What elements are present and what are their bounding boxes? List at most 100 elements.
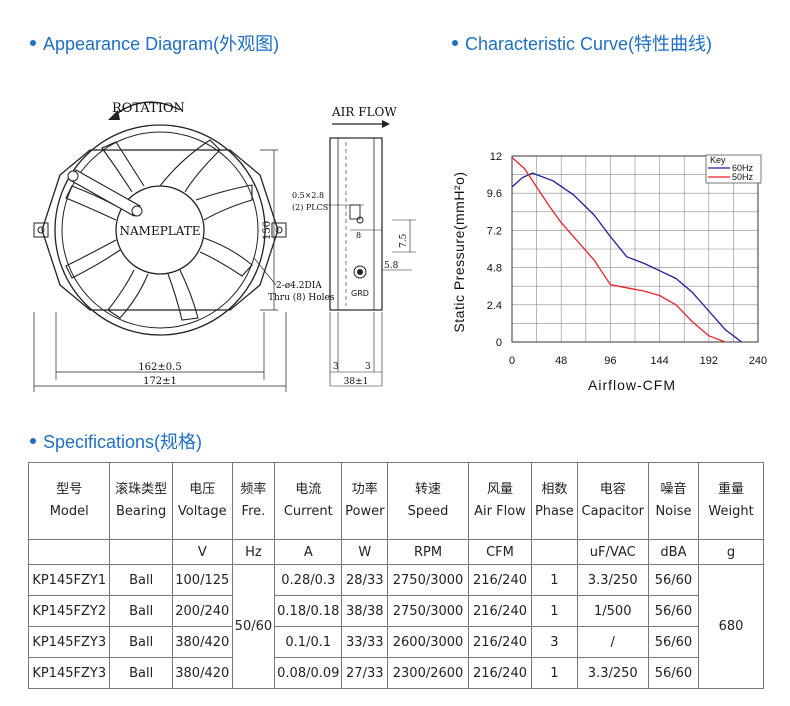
terminal-note-2: (2) PLCS [292,203,328,212]
y-tick-label: 7.2 [487,225,502,237]
appearance-section-title: Appearance Diagram(外观图) [30,30,279,56]
header-cn: 电容 [599,482,626,497]
cell-capacitor: / [576,626,649,658]
cell-airflow: 216/240 [467,564,533,596]
appearance-drawing: ROTATION NAMEPLATE 150 2-ø4.2DIA Thru (8… [33,101,416,392]
mount-tab-right [271,222,287,238]
x-tick-label: 240 [749,355,767,367]
cell-model: KP145FZY3 [27,626,111,658]
cell-phase: 1 [531,657,578,689]
x-tick-label: 48 [555,355,567,367]
terminal-pin-icon [356,216,364,224]
cell-speed: 2600/3000 [387,626,469,658]
y-tick-label: 4.8 [487,263,502,275]
header-cn: 重量 [718,482,745,497]
table-row: KP145FZY1 Ball 100/125 50/60 0.28/0.3 28… [27,564,764,689]
airflow-label: AIR FLOW [331,105,397,119]
curve-section-title: Characteristic Curve(特性曲线) [452,30,712,56]
chart-series-lines [511,157,742,343]
dim-38-label: 38±1 [344,377,369,387]
cell-frequency-shared: 50/60 [231,564,276,689]
header-cn: 型号 [56,482,83,497]
cell-bearing: Ball [109,626,173,658]
dim-8-label: 8 [356,231,361,240]
header-cn: 功率 [351,482,378,497]
cell-airflow: 216/240 [467,657,533,689]
cell-bearing: Ball [109,564,173,596]
header-cell: 型号 Model [27,462,111,540]
cell-noise: 56/60 [647,564,700,596]
table-row: KP145FZY2 Ball 200/240 0.18/0.18 38/38 2… [27,595,764,627]
fan-inner-ring [61,131,259,329]
y-axis-label: Static Pressure(mmH²o) [451,171,467,332]
legend-label-60hz: 60Hz [732,163,754,173]
x-tick-label: 96 [604,355,616,367]
fan-outer-ring [54,124,266,336]
ground-terminal-icon [353,265,367,279]
cell-speed: 2300/2600 [387,657,469,689]
side-view-frame [329,137,383,311]
series-line-60hz [511,172,742,343]
unit-cell: g [698,539,764,565]
rotation-arrow-head-icon [108,110,120,120]
cell-bearing: Ball [109,595,173,627]
cell-voltage: 200/240 [171,595,233,627]
terminal-note-1: 0.5×2.8 [292,191,324,200]
header-cn: 噪音 [660,482,687,497]
cell-capacitor: 1/500 [576,595,649,627]
header-cn: 电压 [189,482,216,497]
cell-model: KP145FZY1 [27,564,111,596]
legend-title: Key [710,155,726,165]
unit-cell: CFM [467,539,533,565]
legend-box [705,154,762,184]
x-tick-label: 192 [700,355,718,367]
dim-5-8-label: 5.8 [384,261,399,271]
cell-power: 33/33 [341,626,389,658]
cell-capacitor: 3.3/250 [576,564,649,596]
x-axis-label: Airflow-CFM [588,377,676,393]
cell-voltage: 380/420 [171,626,233,658]
unit-cell [109,539,173,565]
mount-hole-left-icon [37,226,45,234]
unit-cell: RPM [387,539,469,565]
cell-current: 0.18/0.18 [274,595,343,627]
x-tick-label: 144 [650,355,668,367]
fan-label-strip [69,169,141,217]
unit-cell: Hz [231,539,276,565]
cell-airflow: 216/240 [467,626,533,658]
nameplate-label: NAMEPLATE [119,224,200,238]
header-cn: 风量 [486,482,513,497]
header-cell: 噪音 Noise [647,462,700,540]
header-cn: 频率 [240,482,267,497]
cell-airflow: 216/240 [467,595,533,627]
header-cn: 电流 [295,482,322,497]
unit-cell: W [341,539,389,565]
unit-cell: A [274,539,343,565]
unit-cell [531,539,578,565]
cell-capacitor: 3.3/250 [576,657,649,689]
header-cell: 频率 Fre. [231,462,276,540]
header-en: Fre. [241,504,266,519]
header-en: Speed [407,504,449,519]
cell-power: 27/33 [341,657,389,689]
header-en: Weight [708,504,754,519]
chart-legend: Key 60Hz 50Hz [705,154,762,184]
unit-cell: uF/VAC [576,539,649,565]
header-en: Noise [655,504,692,519]
cell-noise: 56/60 [647,626,700,658]
bullet-dot-icon [452,40,458,46]
dim-7-5-label: 7.5 [399,233,409,248]
series-line-50hz [511,157,726,343]
header-en: Model [49,504,89,519]
unit-cell: V [171,539,233,565]
plot-frame [511,155,759,343]
cell-speed: 2750/3000 [387,595,469,627]
bullet-dot-icon [30,40,36,46]
spec-title-text: Specifications(规格) [43,432,203,452]
header-cn: 相数 [541,482,568,497]
